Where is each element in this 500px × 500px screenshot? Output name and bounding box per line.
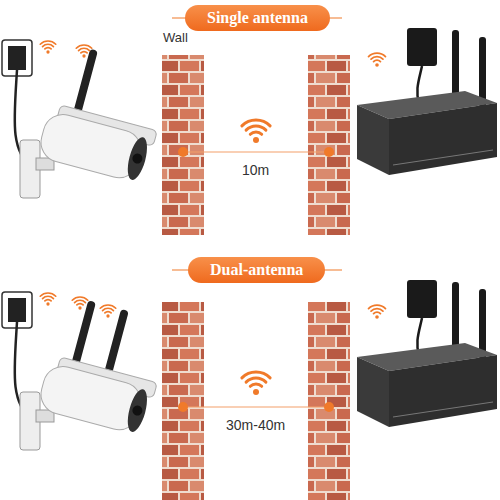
- title-badge: Dual-antenna: [188, 257, 325, 283]
- distance-label: 10m: [239, 162, 272, 178]
- badge-text: Dual-antenna: [210, 260, 303, 280]
- badge-text: Single antenna: [207, 8, 308, 28]
- distance-label: 30m-40m: [223, 417, 288, 433]
- title-badge: Single antenna: [185, 5, 330, 31]
- wall-label: Wall: [160, 30, 191, 45]
